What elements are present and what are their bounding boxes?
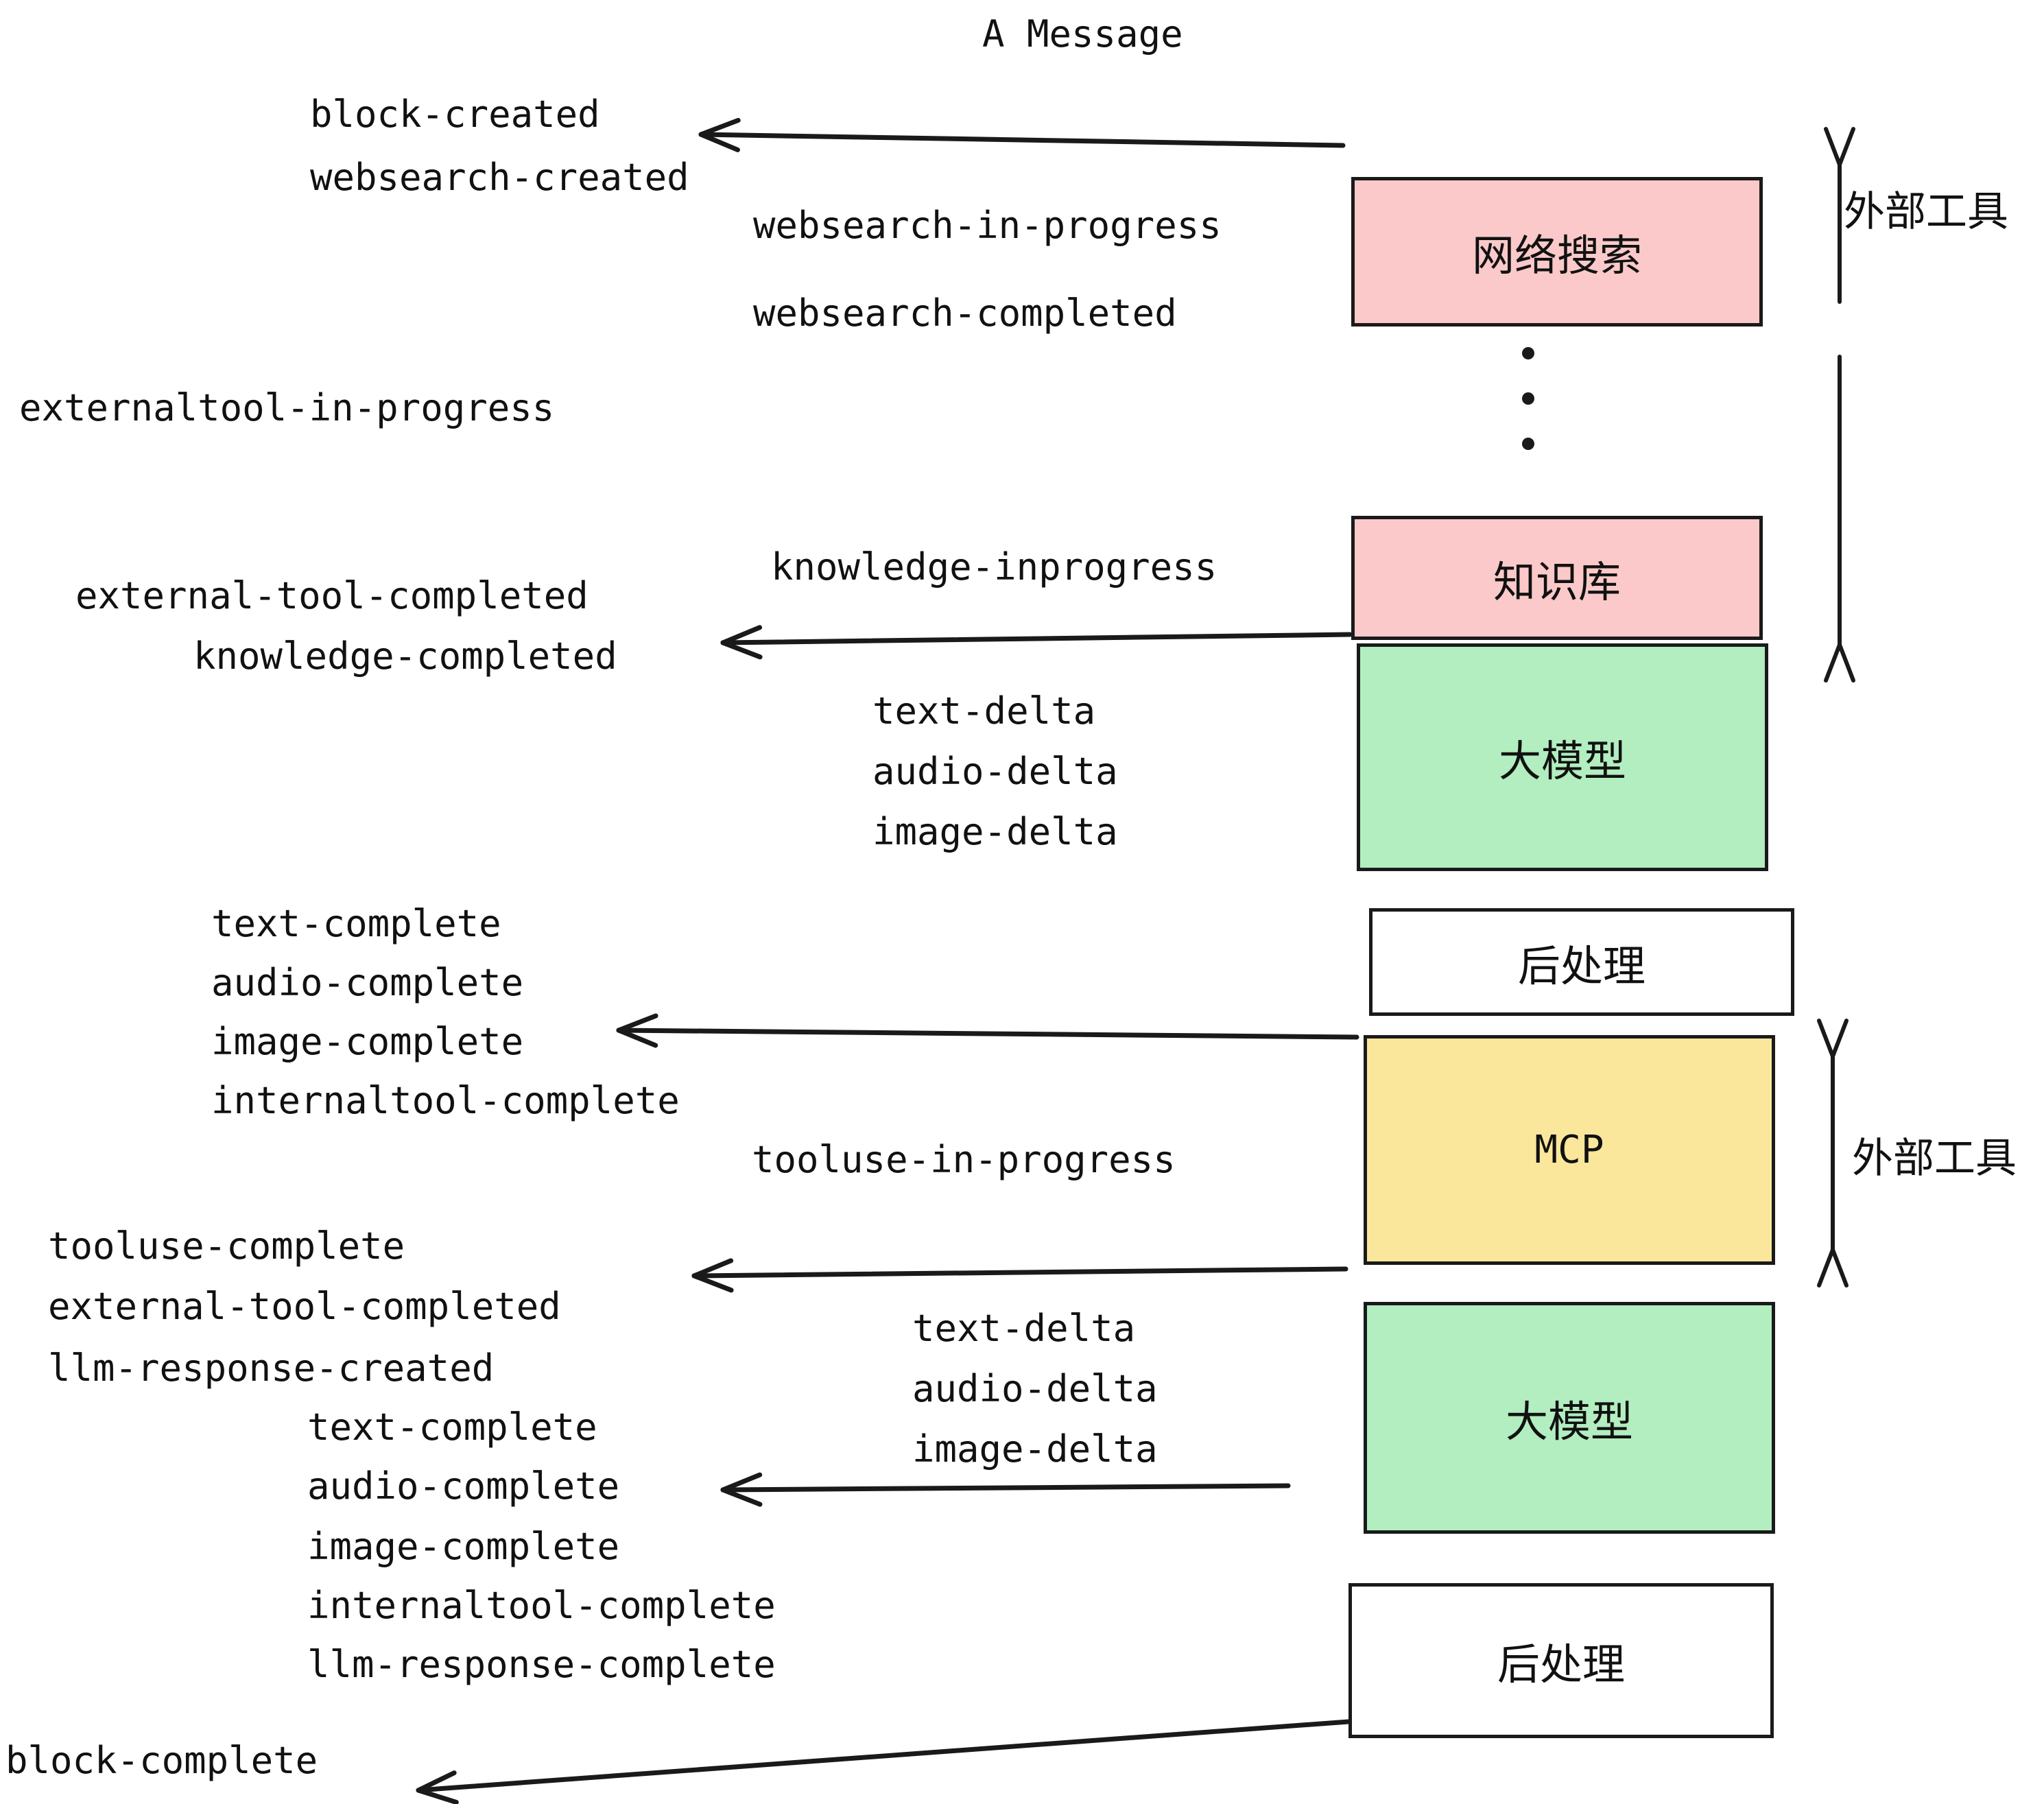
event-label-internaltool-complete-1: internaltool-complete bbox=[211, 1079, 680, 1122]
event-label-text-delta-1: text-delta bbox=[872, 689, 1096, 733]
event-label-knowledge-completed: knowledge-completed bbox=[193, 634, 617, 678]
process-box-mcp: MCP bbox=[1364, 1035, 1775, 1265]
arrow-arrow-knowledge-completed bbox=[720, 625, 1353, 660]
group-label-external-tools-top: 外部工具 bbox=[1844, 188, 2008, 236]
process-box-post-bottom: 后处理 bbox=[1348, 1583, 1774, 1738]
event-label-external-tool-completed-2: external-tool-completed bbox=[48, 1285, 561, 1328]
page-title: A Message bbox=[982, 12, 1183, 56]
event-label-audio-complete-1: audio-complete bbox=[211, 961, 524, 1004]
process-box-llm-bottom: 大模型 bbox=[1364, 1302, 1775, 1534]
process-box-label: 网络搜索 bbox=[1471, 230, 1642, 281]
event-label-externaltool-in-progress: externaltool-in-progress bbox=[19, 386, 555, 429]
arrow-external-tools-arrow-bottom-down bbox=[1817, 1149, 1849, 1287]
event-label-llm-response-created: llm-response-created bbox=[48, 1346, 495, 1390]
process-box-post-top: 后处理 bbox=[1369, 908, 1794, 1016]
event-label-audio-delta-2: audio-delta bbox=[912, 1367, 1158, 1410]
process-box-label: 后处理 bbox=[1497, 1639, 1625, 1689]
event-label-tooluse-in-progress: tooluse-in-progress bbox=[752, 1138, 1176, 1181]
ellipsis-dot bbox=[1522, 347, 1534, 359]
event-label-image-complete-1: image-complete bbox=[211, 1020, 524, 1063]
event-label-internaltool-complete-2: internaltool-complete bbox=[307, 1584, 776, 1627]
arrow-arrow-audio-complete bbox=[720, 1472, 1291, 1507]
event-label-text-delta-2: text-delta bbox=[912, 1307, 1136, 1350]
event-label-websearch-in-progress: websearch-in-progress bbox=[753, 204, 1222, 247]
arrow-arrow-block-complete bbox=[416, 1719, 1351, 1804]
event-label-websearch-created: websearch-created bbox=[310, 156, 689, 199]
event-label-websearch-completed: websearch-completed bbox=[753, 292, 1177, 335]
event-label-tooluse-complete: tooluse-complete bbox=[48, 1224, 405, 1268]
process-box-llm-top: 大模型 bbox=[1357, 643, 1768, 871]
arrow-external-tools-arrow-top-up bbox=[1824, 127, 1855, 304]
process-box-knowledge: 知识库 bbox=[1351, 516, 1763, 640]
event-label-knowledge-inprogress: knowledge-inprogress bbox=[771, 545, 1217, 589]
event-label-llm-response-complete: llm-response-complete bbox=[307, 1643, 776, 1686]
vertical-ellipsis bbox=[1521, 347, 1535, 450]
event-label-external-tool-completed-1: external-tool-completed bbox=[75, 574, 589, 617]
process-box-label: 后处理 bbox=[1517, 940, 1645, 991]
event-label-image-delta-2: image-delta bbox=[912, 1427, 1158, 1471]
process-box-label: 大模型 bbox=[1505, 1397, 1633, 1447]
arrow-arrow-image-complete bbox=[616, 1013, 1359, 1048]
ellipsis-dot bbox=[1522, 392, 1534, 405]
arrow-arrow-tooluse-complete bbox=[691, 1258, 1348, 1293]
event-label-text-complete-1: text-complete bbox=[211, 902, 501, 945]
event-label-block-complete: block-complete bbox=[5, 1739, 318, 1782]
process-box-label: 大模型 bbox=[1498, 736, 1626, 786]
process-box-label: MCP bbox=[1534, 1128, 1604, 1172]
event-label-text-complete-2: text-complete bbox=[307, 1405, 597, 1449]
event-label-image-delta-1: image-delta bbox=[872, 810, 1118, 853]
event-label-audio-complete-2: audio-complete bbox=[307, 1464, 620, 1508]
ellipsis-dot bbox=[1522, 438, 1534, 450]
process-box-label: 知识库 bbox=[1493, 556, 1621, 607]
arrow-external-tools-arrow-top-down bbox=[1824, 355, 1855, 683]
event-label-block-created: block-created bbox=[310, 93, 600, 136]
group-label-external-tools-bottom: 外部工具 bbox=[1852, 1135, 2017, 1183]
arrow-arrow-block-created bbox=[698, 117, 1346, 152]
process-box-websearch: 网络搜索 bbox=[1351, 177, 1763, 327]
event-label-image-complete-2: image-complete bbox=[307, 1525, 620, 1568]
event-label-audio-delta-1: audio-delta bbox=[872, 750, 1118, 793]
